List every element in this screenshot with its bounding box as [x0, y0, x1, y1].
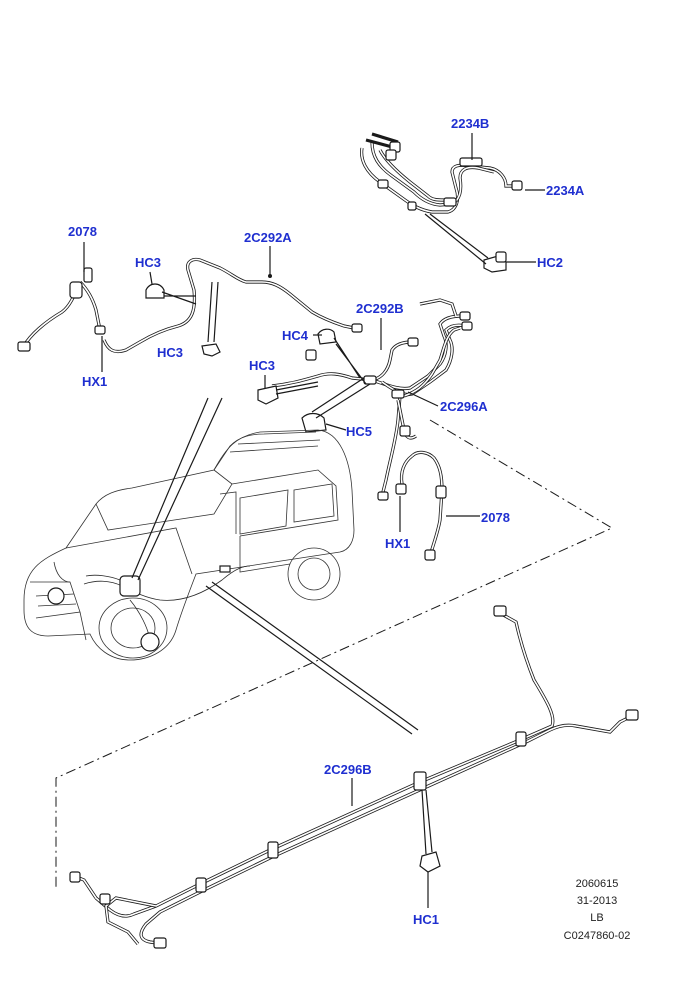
pipe-assembly-2234	[360, 132, 545, 273]
ref-number: 2060615	[575, 878, 619, 890]
hose-assembly-2078-right	[395, 450, 480, 561]
callout-2078-right: 2078	[481, 510, 510, 525]
callout-HC3-c: HC3	[249, 358, 276, 373]
region-code: LB	[590, 912, 604, 924]
callout-2C292A: 2C292A	[244, 230, 292, 245]
pipe-2C292A	[102, 246, 363, 357]
drawing-id: C0247860-02	[563, 930, 631, 942]
pipe-bundle-2C292B-2C296A	[257, 298, 473, 501]
hose-assembly-2078-left	[17, 242, 106, 372]
callout-HC5: HC5	[346, 424, 373, 439]
callout-HC4: HC4	[282, 328, 309, 343]
callout-2C296B: 2C296B	[324, 762, 372, 777]
callout-2234B: 2234B	[451, 116, 490, 131]
callout-HX1-left: HX1	[82, 374, 108, 389]
vehicle-illustration	[23, 397, 419, 735]
callout-2234A: 2234A	[546, 183, 585, 198]
date-code: 31-2013	[576, 895, 618, 907]
detail-enclosure	[55, 419, 614, 888]
callout-HC3-a: HC3	[135, 255, 162, 270]
callout-HC1: HC1	[413, 912, 440, 927]
pipe-2C296B	[69, 605, 639, 949]
callout-2078-top: 2078	[68, 224, 97, 239]
callout-HC3-b: HC3	[157, 345, 184, 360]
callout-2C296A: 2C296A	[440, 399, 488, 414]
callout-HX1-right: HX1	[385, 536, 411, 551]
callout-HC2: HC2	[537, 255, 564, 270]
callout-2C292B: 2C292B	[356, 301, 404, 316]
